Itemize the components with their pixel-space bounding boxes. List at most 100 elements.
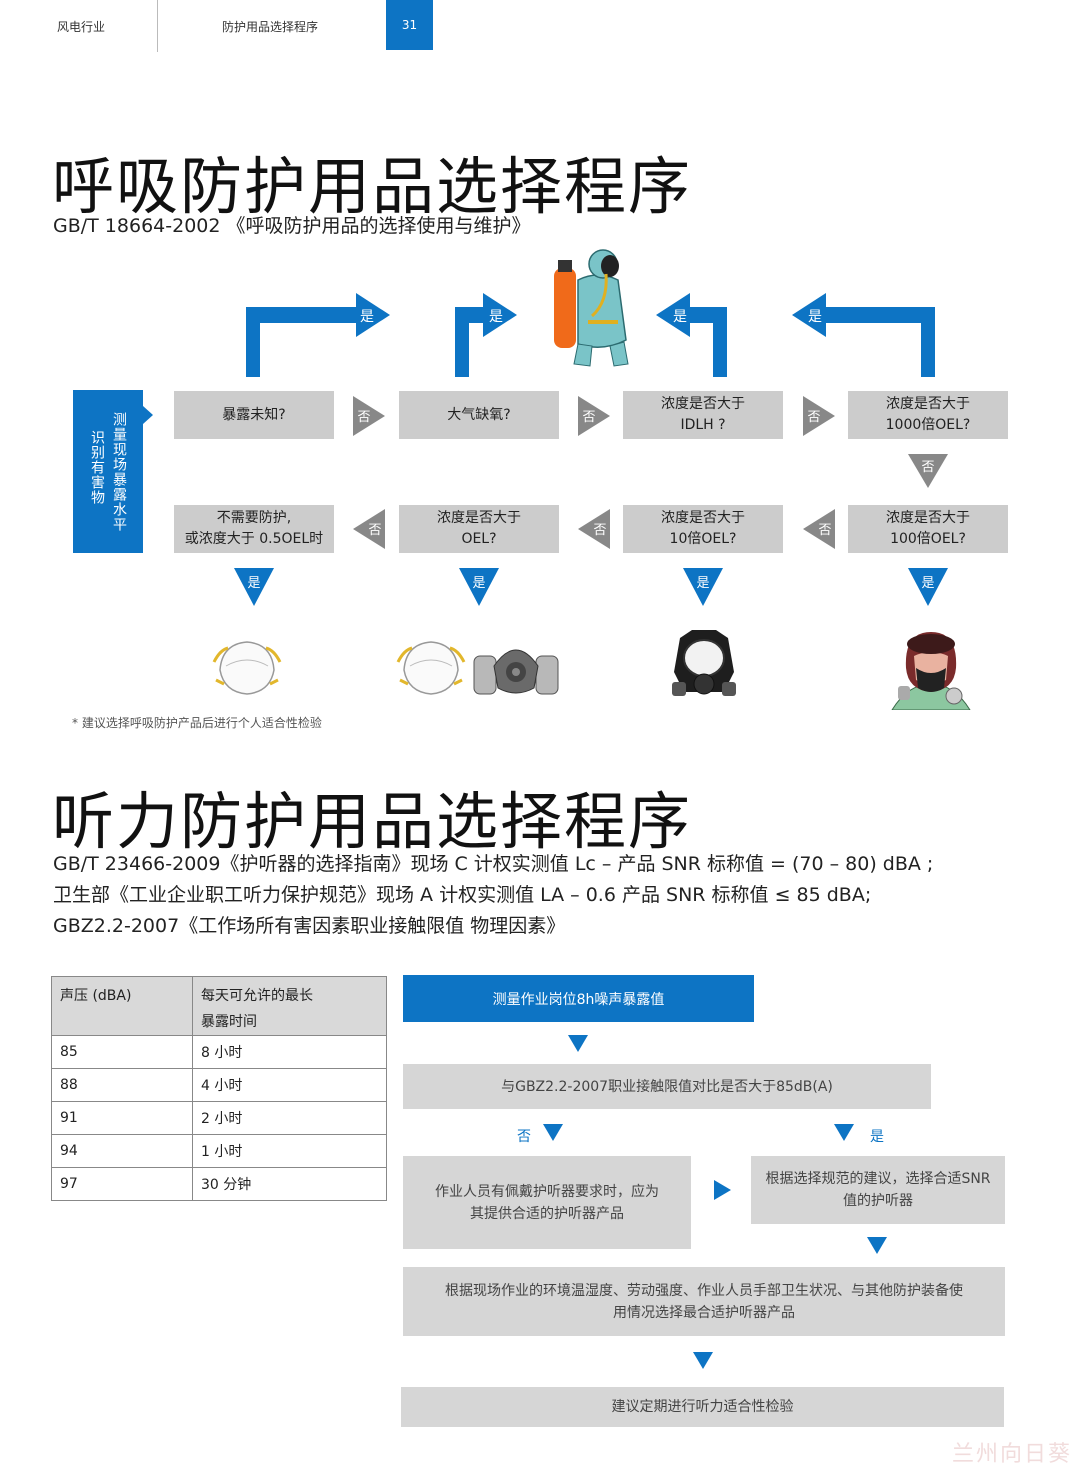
hear-standard-3: GBZ2.2-2007《工作场所有害因素职业接触限值 物理因素》 <box>53 915 566 937</box>
select-product-box: 根据现场作业的环境温湿度、劳动强度、作业人员手部卫生状况、与其他防护装备使 用情… <box>403 1267 1005 1336</box>
page-header: 风电行业 防护用品选择程序 31 <box>0 0 1080 52</box>
resp-standard: GB/T 18664-2002 《呼吸防护用品的选择使用与维护》 <box>53 215 531 237</box>
no-branch-box: 作业人员有佩戴护听器要求时，应为 其提供合适的护听器产品 <box>403 1156 691 1249</box>
q-above-idlh: 浓度是否大于 IDLH ? <box>623 391 783 439</box>
table-cell: 1 小时 <box>192 1134 387 1168</box>
no-label: 否 <box>593 523 607 538</box>
yes-label: 是 <box>360 309 374 325</box>
half-mask-respirator-icon <box>473 649 559 695</box>
yes-elbow-3-h <box>690 307 727 323</box>
hear-standard-2: 卫生部《工业企业职工听力保护规范》现场 A 计权实测值 LA – 0.6 产品 … <box>53 884 872 906</box>
yes-down-arrow-icon <box>459 568 499 606</box>
q-above-1000-oel: 浓度是否大于 1000倍OEL? <box>848 391 1008 439</box>
start-line1: 测量现场暴露水平 <box>111 412 127 532</box>
down-arrow-icon <box>693 1352 713 1369</box>
yes-elbow-arrow-left-icon <box>656 293 690 337</box>
q-above-10-oel: 浓度是否大于 10倍OEL? <box>623 505 783 553</box>
resp-start-box: 测量现场暴露水平 识别有害物 <box>73 390 143 553</box>
no-label: 否 <box>921 460 935 475</box>
table-cell: 88 <box>51 1068 193 1102</box>
no-down-arrow-icon <box>543 1124 563 1141</box>
yes-elbow-arrow-right-icon <box>356 293 390 337</box>
no-label: 否 <box>517 1129 531 1145</box>
yes-label: 是 <box>808 309 822 325</box>
no-label: 否 <box>807 410 821 425</box>
resp-title: 呼吸防护用品选择程序 <box>52 150 693 223</box>
col-header-sound-pressure: 声压 (dBA) <box>51 976 193 1036</box>
yes-elbow-1 <box>246 307 260 377</box>
table-cell: 8 小时 <box>192 1035 387 1069</box>
yes-label: 是 <box>472 576 486 591</box>
yes-elbow-arrow-right-icon <box>483 293 517 337</box>
yes-label: 是 <box>673 309 687 325</box>
hear-title: 听力防护用品选择程序 <box>52 785 693 858</box>
start-pointer-icon <box>143 406 153 424</box>
full-face-respirator-icon <box>672 630 736 696</box>
yes-elbow-arrow-left-icon <box>792 293 826 337</box>
table-header-row: 声压 (dBA) 每天可允许的最长 暴露时间 <box>51 976 387 1036</box>
no-arrow-icon <box>578 396 610 436</box>
no-label: 否 <box>368 523 382 538</box>
col-header-exposure-time: 每天可允许的最长 暴露时间 <box>192 976 387 1036</box>
yes-down-arrow-icon <box>834 1124 854 1141</box>
disposable-mask-icon <box>212 641 282 695</box>
table-cell: 94 <box>51 1134 193 1168</box>
down-arrow-icon <box>568 1035 588 1052</box>
yes-elbow-4 <box>921 307 935 377</box>
table-cell: 2 小时 <box>192 1101 387 1135</box>
watermark: 兰州向日葵 <box>951 1442 1072 1465</box>
q-oxygen-deficient: 大气缺氧? <box>399 391 559 439</box>
yes-label: 是 <box>247 576 261 591</box>
scba-worker-illustration <box>554 249 629 367</box>
no-arrow-left-icon <box>578 509 610 549</box>
no-arrow-left-icon <box>353 509 385 549</box>
no-arrow-icon <box>803 396 835 436</box>
table-cell: 97 <box>51 1167 193 1201</box>
no-label: 否 <box>582 410 596 425</box>
q-exposure-unknown: 暴露未知? <box>174 391 334 439</box>
no-label: 否 <box>357 410 371 425</box>
table-cell: 91 <box>51 1101 193 1135</box>
yes-down-arrow-icon <box>683 568 723 606</box>
right-arrow-icon <box>714 1180 731 1200</box>
page-number: 31 <box>386 0 433 50</box>
no-arrow-left-icon <box>803 509 835 549</box>
yes-elbow-3 <box>713 307 727 377</box>
yes-label: 是 <box>696 576 710 591</box>
header-section: 风电行业 <box>57 20 106 34</box>
measure-noise-box: 测量作业岗位8h噪声暴露值 <box>403 975 754 1022</box>
table-cell: 85 <box>51 1035 193 1069</box>
col-header-line1: 每天可允许的最长 <box>201 988 313 1004</box>
no-protection-box: 不需要防护, 或浓度大于 0.5OEL时 <box>174 505 334 553</box>
no-label: 否 <box>818 523 832 538</box>
yes-elbow-2 <box>455 307 469 377</box>
yes-label: 是 <box>489 309 503 325</box>
no-arrow-icon <box>353 396 385 436</box>
resp-note: * 建议选择呼吸防护产品后进行个人适合性检验 <box>72 716 322 730</box>
table-cell: 30 分钟 <box>192 1167 387 1201</box>
powered-air-respirator-icon <box>891 632 971 710</box>
yes-label: 是 <box>921 576 935 591</box>
q-above-oel: 浓度是否大于 OEL? <box>399 505 559 553</box>
yes-elbow-2-h <box>455 307 483 323</box>
hearing-check-box: 建议定期进行听力适合性检验 <box>401 1387 1004 1427</box>
yes-down-arrow-icon <box>234 568 274 606</box>
header-chapter: 防护用品选择程序 <box>222 20 319 34</box>
header-divider <box>157 0 158 52</box>
yes-branch-box: 根据选择规范的建议，选择合适SNR 值的护听器 <box>751 1156 1005 1224</box>
start-line2: 识别有害物 <box>89 430 105 505</box>
compare-limit-box: 与GBZ2.2-2007职业接触限值对比是否大于85dB(A) <box>403 1064 931 1109</box>
down-arrow-icon <box>867 1237 887 1254</box>
yes-down-arrow-icon <box>908 568 948 606</box>
yes-elbow-4-h <box>826 307 935 323</box>
disposable-mask-icon <box>396 641 466 695</box>
yes-label: 是 <box>870 1129 884 1145</box>
yes-elbow-1-h <box>246 307 356 323</box>
no-down-arrow-icon <box>908 454 948 488</box>
